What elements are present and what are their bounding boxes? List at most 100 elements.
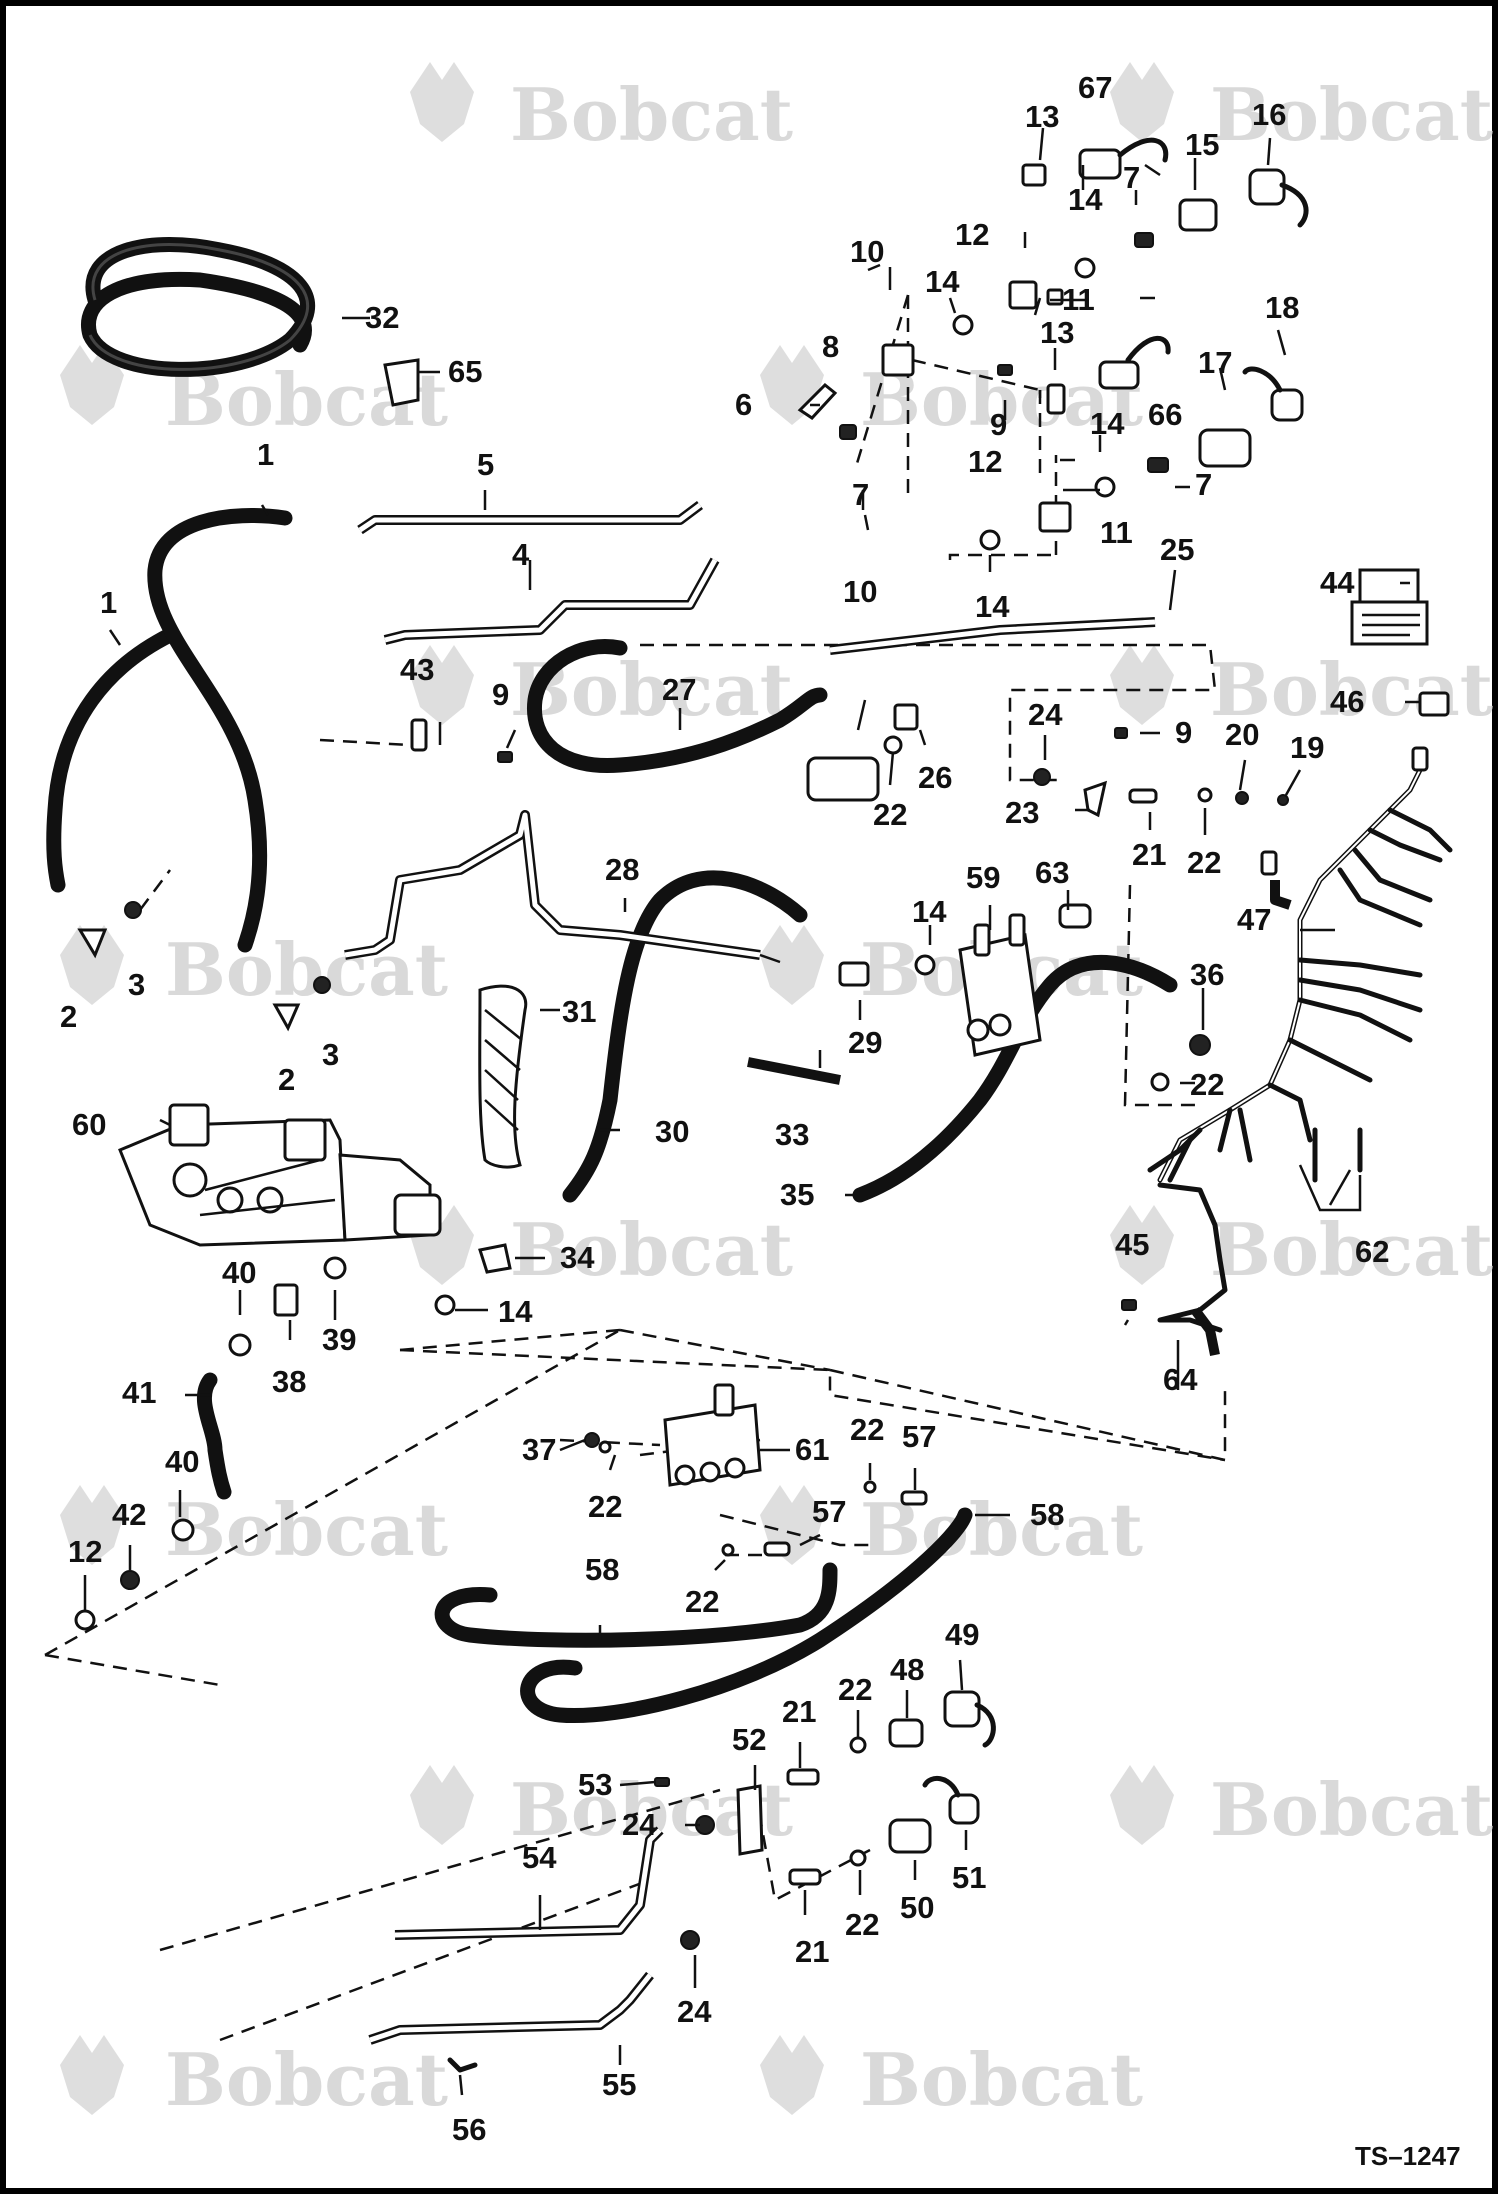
callout-9: 9	[1175, 715, 1192, 750]
callout-24: 24	[1028, 697, 1063, 732]
callout-9: 9	[492, 677, 509, 712]
callout-13: 13	[1040, 315, 1074, 350]
callout-31: 31	[562, 994, 596, 1029]
watermark-text: Bobcat	[1210, 1767, 1493, 1852]
steel-tubes	[344, 501, 1292, 2045]
callout-64: 64	[1163, 1362, 1198, 1397]
callout-47: 47	[1237, 902, 1271, 937]
callout-27: 27	[662, 672, 696, 707]
callout-51: 51	[952, 1860, 986, 1895]
callout-42: 42	[112, 1497, 146, 1532]
callout-22: 22	[838, 1672, 872, 1707]
callout-41: 41	[122, 1375, 156, 1410]
callout-8: 8	[822, 329, 839, 364]
callout-67: 67	[1078, 70, 1112, 105]
callout-58: 58	[1030, 1497, 1064, 1532]
callout-59: 59	[966, 860, 1000, 895]
callout-1: 1	[257, 437, 274, 472]
callout-40: 40	[222, 1255, 256, 1290]
callout-22: 22	[1187, 845, 1221, 880]
wire-harness	[1147, 746, 1453, 1333]
callout-17: 17	[1198, 345, 1232, 380]
callout-4: 4	[512, 537, 530, 572]
callout-57: 57	[812, 1494, 846, 1529]
callout-21: 21	[782, 1694, 816, 1729]
callout-43: 43	[400, 652, 434, 687]
callout-24: 24	[622, 1807, 657, 1842]
callout-22: 22	[850, 1412, 884, 1447]
callout-2: 2	[60, 999, 77, 1034]
callout-12: 12	[968, 444, 1002, 479]
callout-13: 13	[1025, 99, 1059, 134]
callout-19: 19	[1290, 730, 1324, 765]
callout-14: 14	[498, 1294, 533, 1329]
callout-12: 12	[68, 1534, 102, 1569]
watermark-text: Bobcat	[860, 2037, 1143, 2122]
callout-10: 10	[850, 234, 884, 269]
callout-55: 55	[602, 2067, 636, 2102]
callout-44: 44	[1320, 565, 1355, 600]
callout-65: 65	[448, 354, 482, 389]
callout-11: 11	[1100, 515, 1133, 550]
callout-45: 45	[1115, 1227, 1149, 1262]
callout-36: 36	[1190, 957, 1224, 992]
callout-14: 14	[1090, 406, 1125, 441]
watermark-text: Bobcat	[165, 1487, 448, 1572]
callout-58: 58	[585, 1552, 619, 1587]
callout-50: 50	[900, 1890, 934, 1925]
callout-26: 26	[918, 760, 952, 795]
callout-12: 12	[955, 217, 989, 252]
callout-30: 30	[655, 1114, 689, 1149]
callout-21: 21	[795, 1934, 829, 1969]
callout-40: 40	[165, 1444, 199, 1479]
callout-23: 23	[1005, 795, 1039, 830]
callout-24: 24	[677, 1994, 712, 2029]
callout-22: 22	[588, 1489, 622, 1524]
callout-3: 3	[128, 967, 145, 1002]
callout-9: 9	[990, 407, 1007, 442]
callout-22: 22	[1190, 1067, 1224, 1102]
watermark-text: Bobcat	[1210, 72, 1493, 157]
watermark-layer: Bobcat Bobcat Bobcat Bobcat Bobcat Bobca…	[60, 62, 1493, 2122]
callout-14: 14	[925, 264, 960, 299]
callout-11: 11	[1062, 282, 1095, 317]
callout-3: 3	[322, 1037, 339, 1072]
callout-38: 38	[272, 1364, 306, 1399]
watermark-text: Bobcat	[510, 72, 793, 157]
callout-7: 7	[1195, 467, 1212, 502]
watermark-text: Bobcat	[1210, 1207, 1493, 1292]
callout-53: 53	[578, 1767, 612, 1802]
callout-35: 35	[780, 1177, 814, 1212]
watermark-text: Bobcat	[165, 927, 448, 1012]
callout-39: 39	[322, 1322, 356, 1357]
callout-28: 28	[605, 852, 639, 887]
callout-15: 15	[1185, 127, 1219, 162]
hydrostatic-pump	[118, 1103, 442, 1247]
callout-54: 54	[522, 1840, 557, 1875]
callout-32: 32	[365, 300, 399, 335]
callout-5: 5	[477, 447, 494, 482]
callout-7: 7	[852, 477, 869, 512]
callout-56: 56	[452, 2112, 486, 2147]
callout-22: 22	[873, 797, 907, 832]
callout-57: 57	[902, 1419, 936, 1454]
callout-66: 66	[1148, 397, 1182, 432]
callout-60: 60	[72, 1107, 106, 1142]
callout-14: 14	[975, 589, 1010, 624]
callout-37: 37	[522, 1432, 556, 1467]
callout-48: 48	[890, 1652, 924, 1687]
callout-62: 62	[1355, 1234, 1389, 1269]
callout-7: 7	[1123, 160, 1140, 195]
callout-1: 1	[100, 585, 117, 620]
dashed-guide-lines	[44, 294, 1227, 2042]
callout-6: 6	[735, 387, 752, 422]
watermark-text: Bobcat	[510, 1207, 793, 1292]
watermark-text: Bobcat	[165, 2037, 448, 2122]
callout-63: 63	[1035, 855, 1069, 890]
watermark-text: Bobcat	[1210, 647, 1493, 732]
fittings	[74, 137, 1450, 2073]
callout-labels: 32 65 1 1 5 4 13 67 16 15 7 14 12 11 10 …	[60, 70, 1461, 2171]
callout-49: 49	[945, 1617, 979, 1652]
callout-22: 22	[845, 1907, 879, 1942]
